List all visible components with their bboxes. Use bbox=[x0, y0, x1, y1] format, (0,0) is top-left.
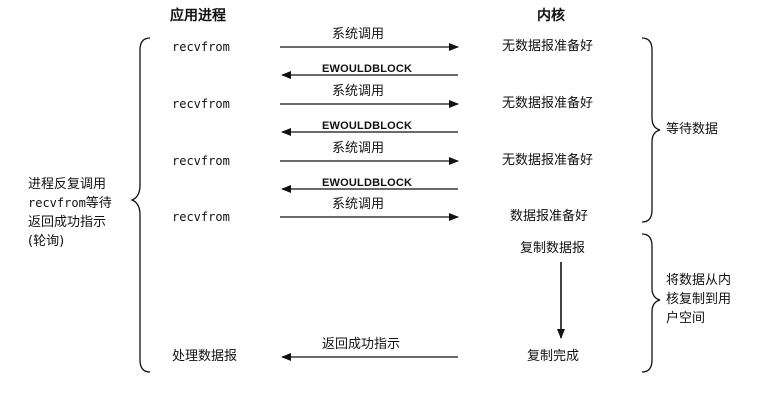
recvfrom-call: recvfrom bbox=[172, 97, 230, 111]
ewouldblock-label: EWOULDBLOCK bbox=[322, 120, 413, 132]
copy-note-line: 将数据从内 bbox=[666, 273, 732, 288]
datagram-ready: 数据报准备好 bbox=[510, 209, 589, 224]
copy-note-line: 户空间 bbox=[666, 311, 706, 326]
polling-note-line: recvfrom等待 bbox=[28, 194, 112, 213]
polling-note-wait: 等待 bbox=[85, 196, 112, 211]
ewouldblock-label: EWOULDBLOCK bbox=[322, 177, 413, 189]
no-datagram-ready: 无数据报准备好 bbox=[502, 39, 594, 54]
right-brace-copy bbox=[641, 233, 661, 373]
recvfrom-call: recvfrom bbox=[172, 154, 230, 168]
recvfrom-mono: recvfrom bbox=[28, 196, 86, 210]
wait-for-data-note: 等待数据 bbox=[666, 122, 719, 137]
copy-data-note: 将数据从内 核复制到用 户空间 bbox=[666, 271, 731, 328]
no-datagram-ready: 无数据报准备好 bbox=[502, 153, 594, 168]
return-success-label: 返回成功指示 bbox=[322, 337, 401, 352]
recvfrom-call: recvfrom bbox=[172, 210, 230, 224]
no-datagram-ready: 无数据报准备好 bbox=[502, 96, 594, 111]
syscall-label: 系统调用 bbox=[332, 27, 385, 42]
right-brace-wait bbox=[641, 37, 661, 223]
polling-note: 进程反复调用 recvfrom等待 返回成功指示 (轮询) bbox=[28, 175, 112, 251]
copy-datagram: 复制数据报 bbox=[520, 241, 586, 256]
syscall-label: 系统调用 bbox=[332, 197, 385, 212]
polling-note-line: (轮询) bbox=[28, 234, 65, 249]
ewouldblock-label: EWOULDBLOCK bbox=[322, 63, 413, 75]
polling-note-line: 进程反复调用 bbox=[28, 177, 107, 192]
recvfrom-call: recvfrom bbox=[172, 40, 230, 54]
left-brace bbox=[130, 37, 151, 373]
process-datagram: 处理数据报 bbox=[172, 349, 238, 364]
app-process-header: 应用进程 bbox=[170, 8, 226, 24]
copy-note-line: 核复制到用 bbox=[666, 292, 732, 307]
syscall-label: 系统调用 bbox=[332, 141, 385, 156]
copy-complete: 复制完成 bbox=[527, 349, 580, 364]
syscall-label: 系统调用 bbox=[332, 84, 385, 99]
polling-note-line: 返回成功指示 bbox=[28, 215, 107, 230]
kernel-header: 内核 bbox=[537, 8, 565, 24]
